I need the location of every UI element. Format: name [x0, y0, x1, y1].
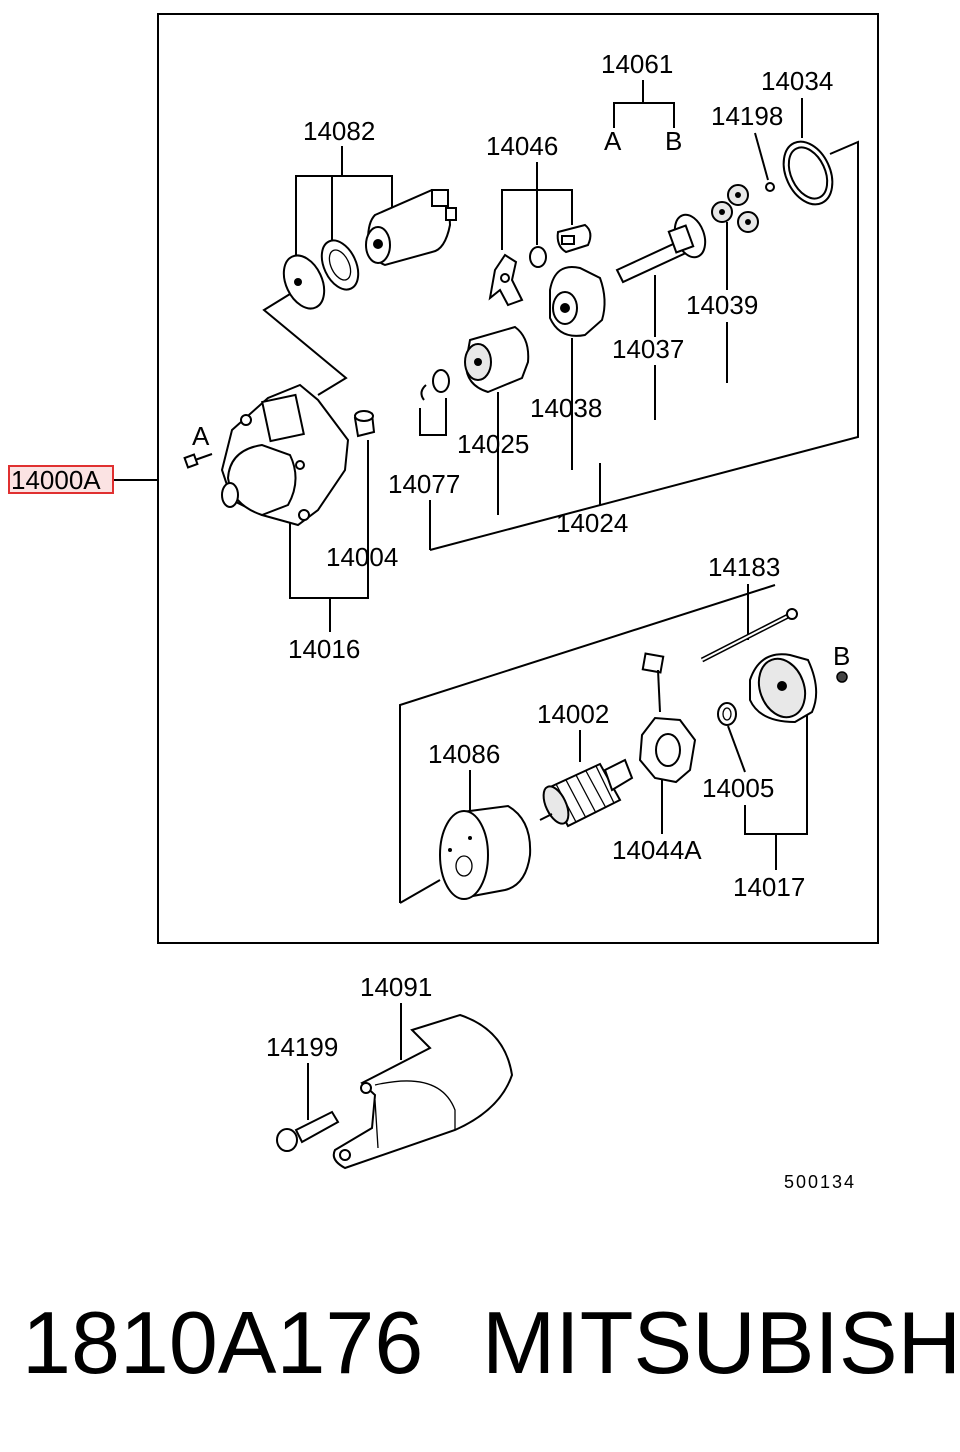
callout-14086[interactable]: 14086	[428, 739, 500, 769]
drawing-number: 500134	[784, 1172, 856, 1192]
callout-14082[interactable]: 14082	[303, 116, 375, 146]
callout-14061-a: A	[604, 126, 622, 156]
callout-14046[interactable]: 14046	[486, 131, 558, 161]
armature-part	[539, 758, 634, 828]
shaft-part	[615, 213, 707, 284]
clip-part	[420, 384, 427, 401]
callout-14091[interactable]: 14091	[360, 972, 432, 1002]
clutch-part	[464, 325, 530, 394]
callout-14025[interactable]: 14025	[457, 429, 529, 459]
callout-14198[interactable]: 14198	[711, 101, 783, 131]
rear-screw-b-part	[836, 671, 848, 683]
heat-shield-part	[332, 1013, 514, 1170]
through-bolt-part	[700, 608, 798, 663]
callout-14183[interactable]: 14183	[708, 552, 780, 582]
bushing-part	[353, 410, 376, 438]
callout-14034[interactable]: 14034	[761, 66, 833, 96]
callout-14044a[interactable]: 14044A	[612, 835, 702, 865]
callout-14004[interactable]: 14004	[326, 542, 398, 572]
callout-b: B	[833, 641, 850, 671]
housing-part	[549, 266, 606, 337]
callout-14037[interactable]: 14037	[612, 334, 684, 364]
callout-14005[interactable]: 14005	[702, 773, 774, 803]
callout-14016[interactable]: 14016	[288, 634, 360, 664]
callout-14199[interactable]: 14199	[266, 1032, 338, 1062]
brush-holder-part	[638, 652, 697, 784]
callout-14061[interactable]: 14061	[601, 49, 673, 79]
gears-part	[711, 184, 759, 233]
heat-shield-bolt-part	[276, 1110, 340, 1152]
front-bracket-part	[220, 383, 350, 527]
yoke-part	[439, 804, 532, 900]
rear-bracket-part	[749, 653, 818, 724]
callout-14002[interactable]: 14002	[537, 699, 609, 729]
ring-part	[782, 140, 834, 206]
callout-14000a[interactable]: 14000A	[11, 465, 101, 495]
caption: 1810A176 MITSUBISHI	[0, 1288, 960, 1398]
lever-part	[488, 223, 592, 307]
callout-14017[interactable]: 14017	[733, 872, 805, 902]
bolt-a-part	[183, 453, 213, 469]
rear-bushing-part	[717, 702, 737, 726]
callout-14061-b: B	[665, 126, 682, 156]
callout-14077[interactable]: 14077	[388, 469, 460, 499]
assembly-highlight-box	[8, 465, 114, 494]
diagram-frame	[157, 13, 879, 944]
callout-14024[interactable]: 14024	[556, 508, 628, 538]
callout-14039[interactable]: 14039	[686, 290, 758, 320]
solenoid-part	[282, 188, 457, 310]
washer-part	[432, 369, 450, 393]
brand-name: MITSUBISHI	[482, 1293, 960, 1392]
part-number: 1810A176	[22, 1293, 424, 1392]
ball-part	[765, 182, 775, 192]
callout-bolt-a: A	[192, 421, 210, 451]
callout-14038[interactable]: 14038	[530, 393, 602, 423]
leader-lines	[114, 80, 859, 1120]
